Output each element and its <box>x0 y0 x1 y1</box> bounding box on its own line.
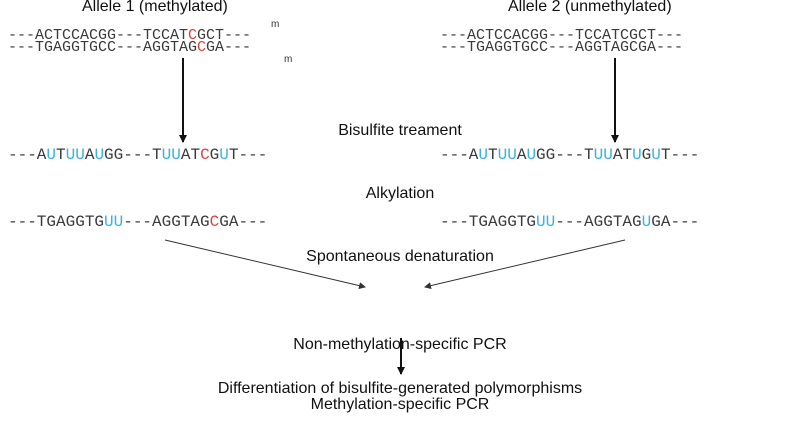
sequence-segment: GA--- <box>219 213 268 231</box>
methyl-mark-bottom: m <box>284 54 293 65</box>
sequence-segment: ---A <box>8 146 47 164</box>
sequence-segment: GA--- <box>206 39 252 56</box>
sequence-segment: ---A <box>440 146 479 164</box>
allele1-converted-top: ---AUTUUAUGG---TUUATCGUT--- <box>8 146 267 164</box>
methyl-mark-top: m <box>271 19 280 30</box>
allele2-converted-top: ---AUTUUAUGG---TUUATUGUT--- <box>440 146 699 164</box>
result-text: Differentiation of bisulfite-generated p… <box>217 380 583 397</box>
allele2-dna-top: ---ACTCCACGG---TCCATCGCT--- <box>440 28 683 43</box>
converted-uracil: U <box>526 146 537 164</box>
allele2-converted-bottom: ---TGAGGTGUU---AGGTAGUGA--- <box>440 213 699 231</box>
sequence-segment: ---AGGTAG <box>123 213 210 231</box>
sequence-segment: A <box>84 146 95 164</box>
converted-uracil: U <box>641 213 652 231</box>
methylated-cytosine: C <box>200 146 210 164</box>
allele2-title: Allele 2 (unmethylated) <box>508 0 672 15</box>
sequence-segment: ---ACTCCACGG---TCCAT <box>8 27 189 44</box>
converted-uracil: UU <box>593 146 613 164</box>
converted-uracil: U <box>632 146 642 164</box>
sequence-segment: G <box>209 146 220 164</box>
converted-uracil: U <box>94 146 105 164</box>
allele2-dna-bottom: ---TGAGGTGCC---AGGTAGCGA--- <box>440 40 683 55</box>
sequence-segment: G <box>641 146 652 164</box>
treatment-step-denaturation: Spontaneous denaturation <box>306 248 494 265</box>
converted-uracil: U <box>651 146 661 164</box>
allele1-converted-bottom: ---TGAGGTGUU---AGGTAGCGA--- <box>8 213 267 231</box>
treatment-step-alkylation: Alkylation <box>365 185 435 202</box>
converted-uracil: U <box>219 146 229 164</box>
allele1-dna-top: ---ACTCCACGG---TCCATCGCT--- <box>8 28 251 43</box>
allele1-dna-bottom: ---TGAGGTGCC---AGGTAGCGA--- <box>8 40 251 55</box>
methylated-cytosine: C <box>209 213 220 231</box>
sequence-segment: A <box>516 146 527 164</box>
sequence-segment: AT <box>180 146 201 164</box>
sequence-segment: ---TGAGGTGCC---AGGTAGCGA--- <box>440 39 684 56</box>
converted-uracil: UU <box>65 146 85 164</box>
sequence-segment: T--- <box>228 146 268 164</box>
sequence-segment: GG---T <box>536 146 594 164</box>
arrow-allele1-pcr <box>164 239 366 290</box>
sequence-segment: ---TGAGGTG <box>440 213 537 231</box>
methylated-cytosine: C <box>197 39 207 56</box>
converted-uracil: UU <box>536 213 556 231</box>
arrow-allele2-pcr <box>424 239 626 290</box>
converted-uracil: U <box>478 146 489 164</box>
sequence-segment: GCT--- <box>197 27 252 44</box>
flow-arrows <box>164 58 626 375</box>
pcr-step-non-methylation-specific: Non-methylation-specific PCR <box>293 336 507 353</box>
allele1-title: Allele 1 (methylated) <box>82 0 228 15</box>
sequence-segment: ---TGAGGTGCC---AGGTAG <box>8 39 198 56</box>
converted-uracil: U <box>46 146 57 164</box>
sequence-segment: ---TGAGGTG <box>8 213 105 231</box>
methylated-cytosine: C <box>188 27 198 44</box>
converted-uracil: UU <box>161 146 181 164</box>
converted-uracil: UU <box>497 146 517 164</box>
sequence-segment: T <box>56 146 66 164</box>
sequence-segment: GA--- <box>651 213 700 231</box>
treatment-steps: Bisulfite treament Alkylation Spontaneou… <box>250 78 550 288</box>
sequence-segment: ---ACTCCACGG---TCCATCGCT--- <box>440 27 684 44</box>
treatment-step-bisulfite: Bisulfite treament <box>338 122 462 139</box>
sequence-segment: AT <box>612 146 633 164</box>
sequence-segment: ---AGGTAG <box>555 213 642 231</box>
converted-uracil: UU <box>104 213 124 231</box>
sequence-segment: T--- <box>660 146 700 164</box>
sequence-segment: T <box>488 146 498 164</box>
sequence-segment: GG---T <box>104 146 162 164</box>
